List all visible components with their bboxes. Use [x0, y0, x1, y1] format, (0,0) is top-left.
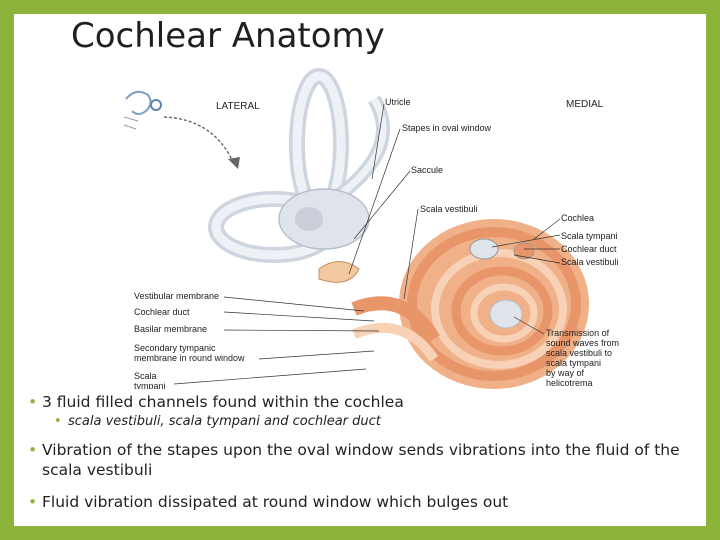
bullet-item: •Fluid vibration dissipated at round win…: [28, 493, 509, 511]
label-secondary-tympanic: Secondary tympanic: [134, 343, 216, 353]
label-tympani: tympani: [134, 381, 166, 389]
cochlea-spiral: [351, 219, 589, 389]
label-cochlea: Cochlea: [561, 213, 594, 223]
transmission-line-3: scala vestibuli to: [546, 348, 612, 358]
slide: Cochlear Anatomy: [14, 14, 706, 526]
bullet-item: •3 fluid filled channels found within th…: [28, 393, 404, 411]
ear-inset-icon: [123, 90, 162, 130]
vestibule: [278, 188, 370, 250]
cochlea-diagram: LATERAL MEDIAL Utricle Stapes in oval wi…: [123, 68, 619, 389]
stapes: [318, 261, 360, 283]
label-round-window: membrane in round window: [134, 353, 245, 363]
bullet-list: •3 fluid filled channels found within th…: [28, 388, 698, 512]
transmission-line-2: sound waves from: [546, 338, 619, 348]
transmission-line-1: Transmission of: [546, 328, 610, 338]
bullet-item: •Vibration of the stapes upon the oval w…: [28, 441, 680, 479]
label-scala-vestibuli-top: Scala vestibuli: [420, 204, 478, 214]
lateral-label: LATERAL: [216, 101, 260, 112]
bullet-dot-icon: •: [28, 493, 38, 511]
transmission-line-4: scala tympani: [546, 358, 601, 368]
transmission-line-6: helicotrema: [546, 378, 593, 388]
label-vestibular-membrane: Vestibular membrane: [134, 291, 219, 301]
transmission-line-5: by way of: [546, 368, 585, 378]
slide-title: Cochlear Anatomy: [71, 16, 385, 56]
bullet-dot-icon: •: [28, 393, 38, 411]
label-cochlear-duct-right: Cochlear duct: [561, 244, 617, 254]
label-utricle: Utricle: [385, 97, 411, 107]
label-scala-vestibuli-right: Scala vestibuli: [561, 257, 619, 267]
label-scala-tympani: Scala tympani: [561, 231, 618, 241]
label-scala: Scala: [134, 371, 157, 381]
bullet-dot-icon: •: [54, 414, 62, 429]
bullet-dot-icon: •: [28, 441, 38, 459]
label-basilar-membrane: Basilar membrane: [134, 324, 207, 334]
label-cochlear-duct-left: Cochlear duct: [134, 307, 190, 317]
sub-bullet-item: •scala vestibuli, scala tympani and coch…: [54, 414, 381, 429]
label-saccule: Saccule: [411, 165, 443, 175]
medial-label: MEDIAL: [566, 99, 604, 110]
label-stapes: Stapes in oval window: [402, 123, 492, 133]
